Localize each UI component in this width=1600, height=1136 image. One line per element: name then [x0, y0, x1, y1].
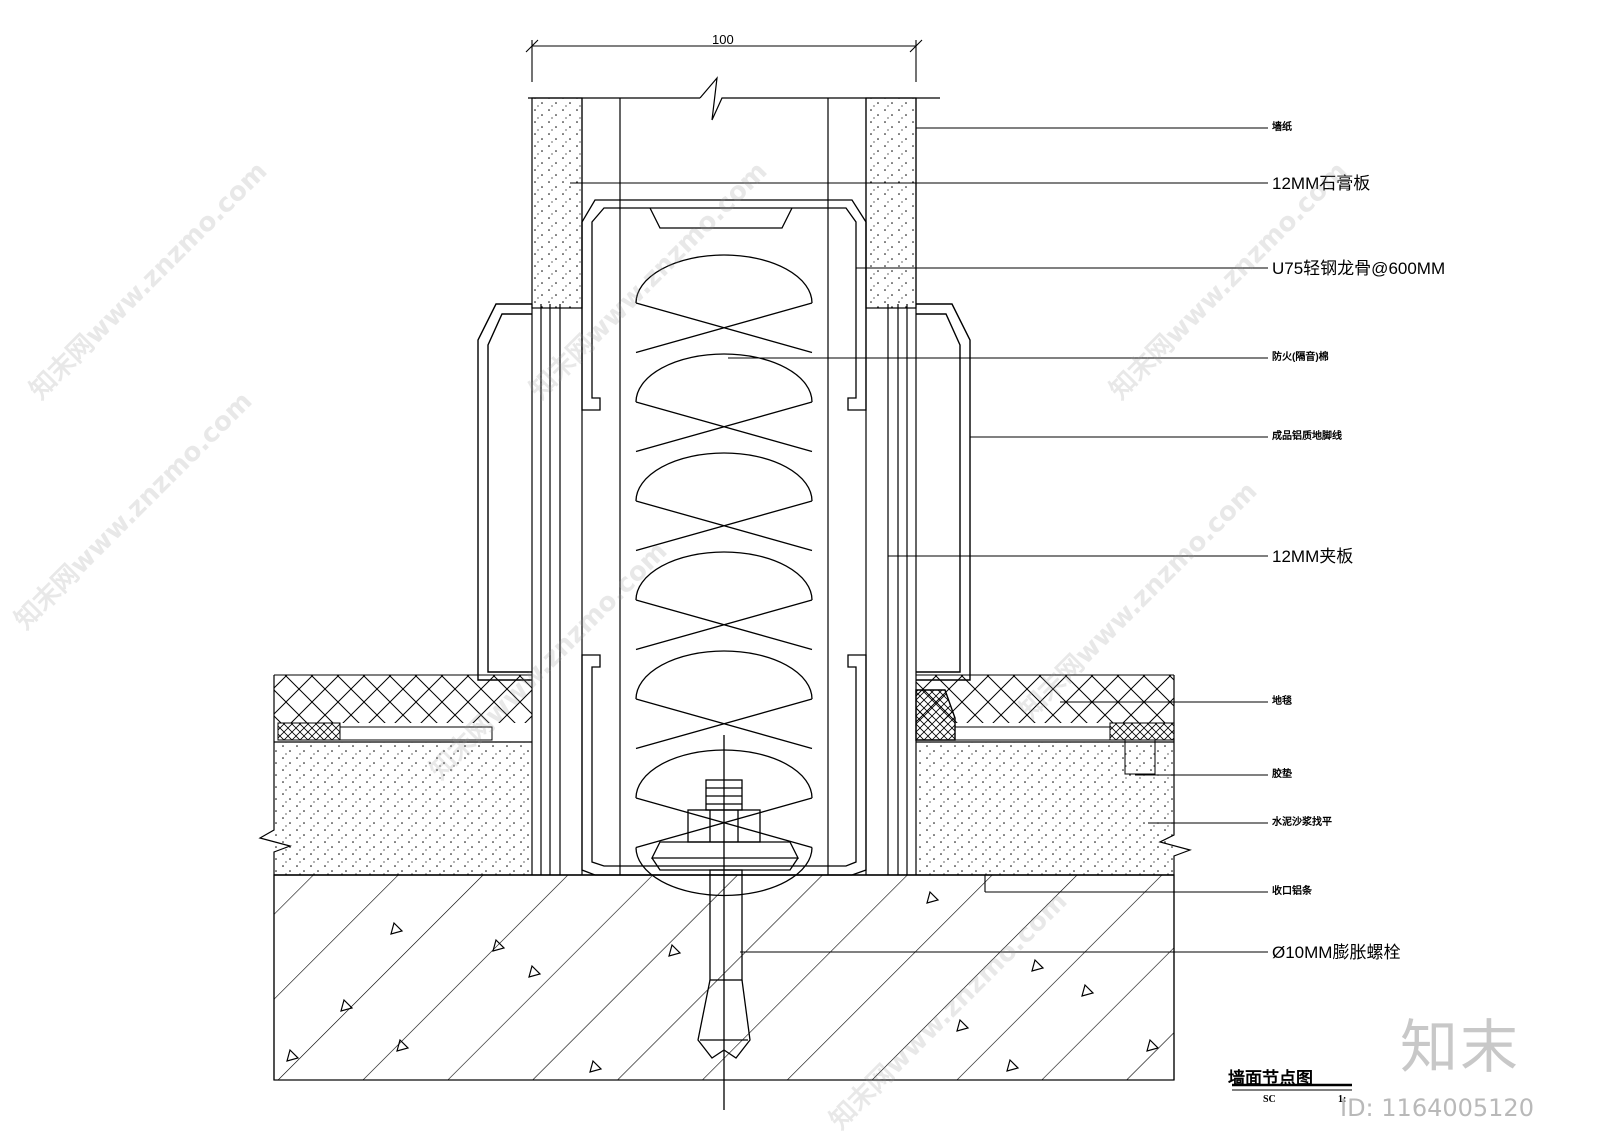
label-wallpaper: 墙纸	[1272, 122, 1292, 133]
brand-logo: 知末	[1400, 1013, 1521, 1081]
expansion-bolt	[650, 735, 800, 1110]
label-rubber-pad: 胶垫	[1272, 769, 1292, 780]
label-carpet: 地毯	[1272, 696, 1292, 707]
aluminium-skirting	[477, 303, 971, 741]
label-mortar: 水泥沙浆找平	[1272, 817, 1332, 828]
label-expansion-bolt: Ø10MM膨胀螺栓	[1272, 943, 1401, 962]
label-gypsum-board: 12MM石膏板	[1272, 174, 1371, 193]
label-edge-strip: 收口铝条	[1272, 886, 1312, 897]
label-plywood: 12MM夹板	[1272, 547, 1354, 566]
scale-ratio: 1:	[1338, 1094, 1347, 1105]
dimension-line	[525, 39, 923, 82]
label-insulation: 防火(隔音)棉	[1272, 352, 1329, 363]
image-id: ID: 1164005120	[1340, 1094, 1534, 1122]
label-steel-stud: U75轻钢龙骨@600MM	[1272, 259, 1446, 278]
label-skirting: 成品铝质地脚线	[1272, 431, 1342, 442]
wall-layers	[528, 76, 940, 875]
dimension-label: 100	[712, 32, 734, 47]
leader-lines	[570, 127, 1268, 953]
scale-prefix: SC	[1263, 1094, 1276, 1105]
cement-mortar-screed	[258, 675, 1192, 1080]
drawing-title: 墙面节点图	[1228, 1069, 1313, 1088]
u75-steel-stud	[581, 199, 867, 876]
carpet	[274, 674, 1175, 775]
title-underline	[1232, 1083, 1352, 1091]
